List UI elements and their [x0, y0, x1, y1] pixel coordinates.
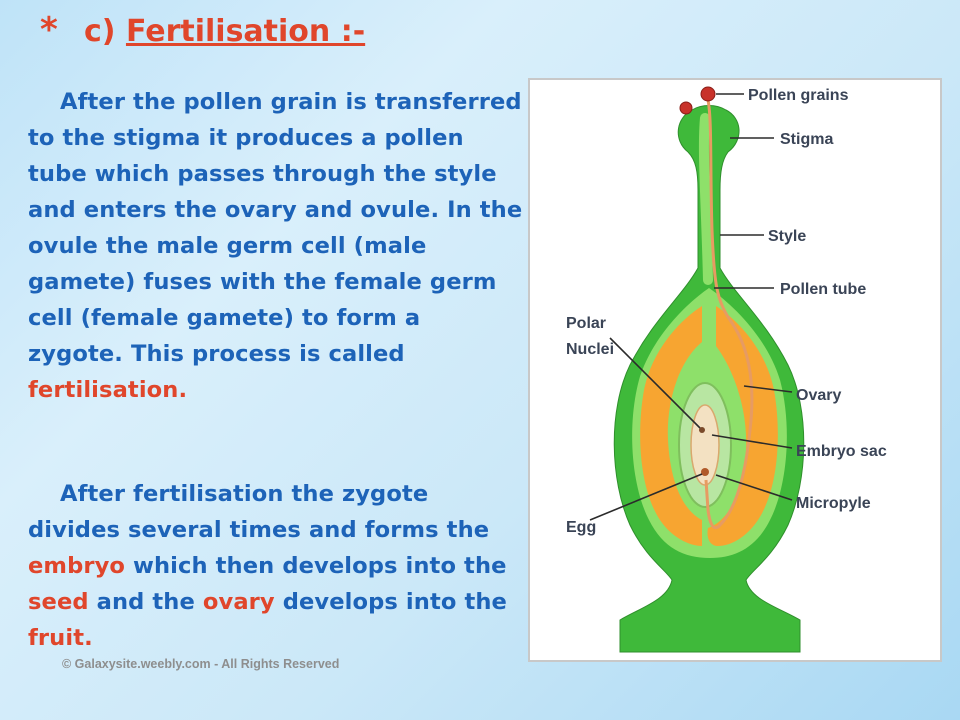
highlight-seed: seed [28, 589, 89, 615]
paragraph1-highlight: fertilisation. [28, 377, 188, 403]
label-egg: Egg [566, 519, 596, 536]
page-title: c) Fertilisation :- [84, 14, 365, 49]
paragraph2-part4: develops into the [274, 589, 507, 615]
paragraph-fertilisation: After the pollen grain is transferred to… [28, 84, 523, 408]
label-polar: Polar [566, 315, 606, 332]
copyright-notice: © Galaxysite.weebly.com - All Rights Res… [62, 657, 340, 671]
label-ovary: Ovary [796, 387, 841, 404]
title-bullet: * [40, 10, 58, 50]
label-pollen-grains: Pollen grains [748, 87, 849, 104]
leader-micropyle [715, 474, 793, 501]
polar-nuclei-dot [699, 427, 705, 433]
highlight-embryo: embryo [28, 553, 126, 579]
style-canal [698, 113, 713, 285]
paragraph-after-fertilisation: After fertilisation the zygote divides s… [28, 476, 523, 656]
title-prefix: c) [84, 14, 126, 49]
pistil-diagram-svg: Pollen grains Stigma Style Pollen tube P… [566, 86, 887, 653]
leader-lines [589, 93, 793, 521]
paragraph2-part3: and the [88, 589, 203, 615]
label-embryo-sac: Embryo sac [796, 443, 887, 460]
pollen-tube [704, 99, 754, 530]
leader-ovary [743, 385, 793, 393]
ovary-wall-right [707, 306, 778, 546]
label-pollen-tube: Pollen tube [780, 281, 866, 298]
paragraph2-part1: After fertilisation the zygote divides s… [28, 481, 490, 543]
title-text: Fertilisation :- [125, 14, 366, 49]
label-micropyle: Micropyle [796, 495, 871, 512]
pollen-grain-left [679, 101, 693, 115]
leader-egg [589, 473, 703, 521]
highlight-fruit: fruit. [28, 625, 93, 651]
egg-dot [701, 468, 709, 476]
ovary-wall-left [640, 306, 702, 546]
label-style: Style [768, 228, 806, 245]
leader-polar [609, 337, 701, 429]
label-nuclei: Nuclei [566, 341, 614, 358]
leader-embryo-sac [711, 434, 793, 449]
label-stigma: Stigma [780, 131, 833, 148]
highlight-ovary: ovary [202, 589, 275, 615]
pollen-grain-top [700, 86, 716, 102]
paragraph2-part2: which then develops into the [125, 553, 507, 579]
pistil-diagram: Pollen grains Stigma Style Pollen tube P… [528, 78, 942, 662]
paragraph1-text: After the pollen grain is transferred to… [28, 89, 523, 367]
